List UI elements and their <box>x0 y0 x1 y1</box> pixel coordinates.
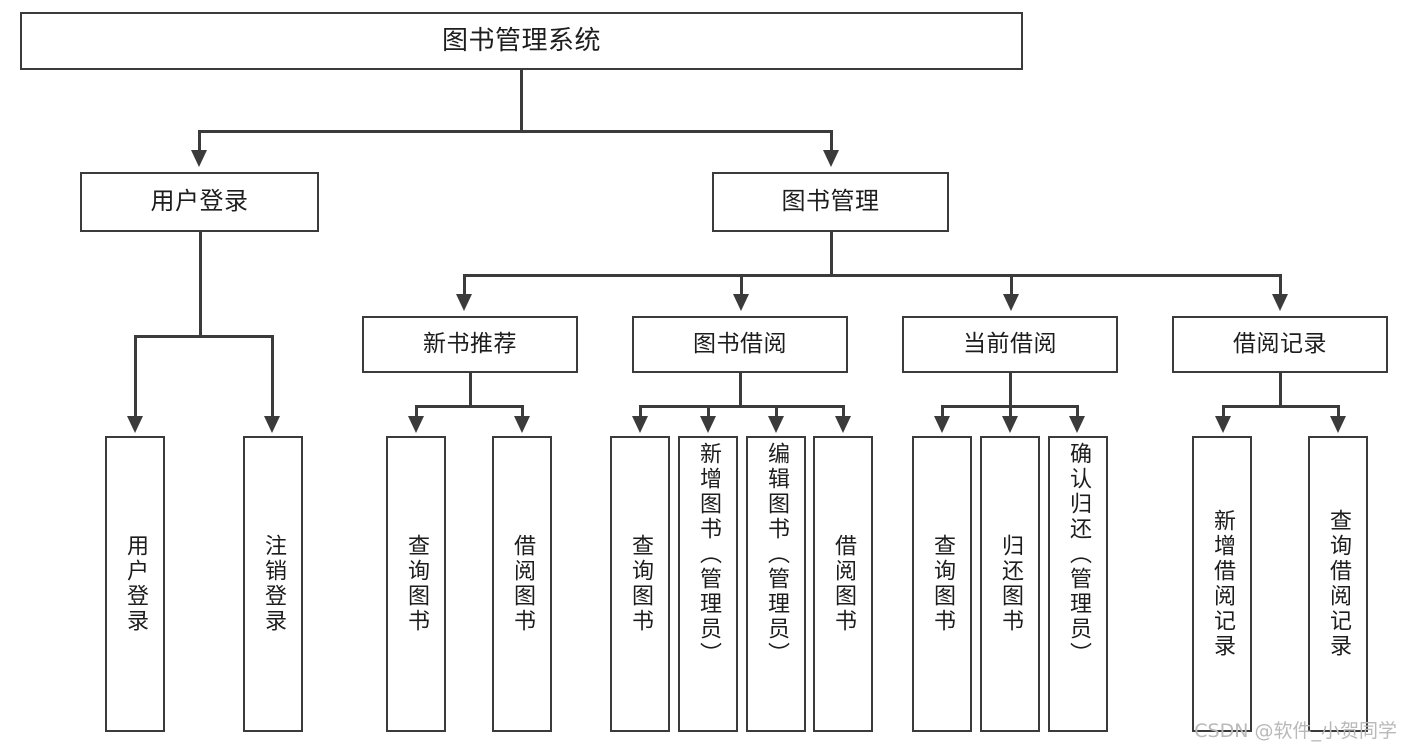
connector-borrow-record-to-leaf-2 <box>1337 405 1340 419</box>
node-label: 查询图书 <box>404 534 429 634</box>
leaf-user-login-logout[interactable]: 注销登录 <box>243 436 303 732</box>
arrowhead-borrow-record-leaf-2 <box>1330 416 1346 433</box>
connector-root-stem <box>520 70 523 132</box>
arrowhead-book-borrow-leaf-4 <box>835 416 851 433</box>
node-borrow-record[interactable]: 借阅记录 <box>1172 316 1388 373</box>
leaf-current-borrow-query[interactable]: 查询图书 <box>912 436 972 732</box>
connector-borrow-record-bus <box>1222 405 1338 408</box>
arrowhead-root-to-user-login <box>191 150 207 167</box>
connector-root-to-book-manage <box>830 130 833 153</box>
arrowhead-book-borrow-leaf-1 <box>632 416 648 433</box>
arrowhead-new-book-leaf-1 <box>408 416 424 433</box>
arrowhead-current-borrow-leaf-3 <box>1069 416 1085 433</box>
connector-book-manage-to-current-borrow <box>1010 274 1013 297</box>
node-label: 用户登录 <box>123 534 148 634</box>
node-new-book[interactable]: 新书推荐 <box>362 316 578 373</box>
node-book-manage[interactable]: 图书管理 <box>712 172 949 232</box>
connector-user-login-bus <box>134 335 271 338</box>
connector-book-manage-to-new-book <box>463 274 466 297</box>
arrowhead-current-borrow-leaf-1 <box>934 416 950 433</box>
arrowhead-user-login-leaf-2 <box>264 416 280 433</box>
connector-book-borrow-to-leaf-4 <box>842 405 845 419</box>
leaf-borrow-record-add[interactable]: 新增借阅记录 <box>1192 436 1252 732</box>
connector-root-bus <box>198 130 832 133</box>
leaf-current-borrow-confirm[interactable]: 确认归还（管理员） <box>1048 436 1108 732</box>
arrowhead-new-book-leaf-2 <box>514 416 530 433</box>
connector-book-borrow-to-leaf-3 <box>775 405 778 419</box>
connector-current-borrow-to-leaf-3 <box>1076 405 1079 419</box>
leaf-current-borrow-return[interactable]: 归还图书 <box>980 436 1040 732</box>
node-label: 借阅图书 <box>831 534 856 634</box>
arrowhead-book-borrow-leaf-3 <box>768 416 784 433</box>
arrowhead-root-to-book-manage <box>823 150 839 167</box>
arrowhead-borrow-record-leaf-1 <box>1215 416 1231 433</box>
leaf-borrow-record-query[interactable]: 查询借阅记录 <box>1308 436 1368 732</box>
node-root-system[interactable]: 图书管理系统 <box>20 12 1023 70</box>
leaf-book-borrow-query[interactable]: 查询图书 <box>610 436 670 732</box>
node-label: 当前借阅 <box>963 331 1057 358</box>
leaf-new-book-query[interactable]: 查询图书 <box>386 436 446 732</box>
arrowhead-user-login-leaf-1 <box>127 416 143 433</box>
node-label: 编辑图书（管理员） <box>764 442 789 667</box>
connector-new-book-to-leaf-2 <box>521 405 524 419</box>
node-label: 图书管理系统 <box>441 25 601 56</box>
node-label: 查询图书 <box>930 534 955 634</box>
node-label: 新书推荐 <box>423 331 517 358</box>
connector-book-borrow-stem <box>739 373 742 407</box>
node-label: 确认归还（管理员） <box>1066 442 1091 667</box>
connector-root-to-user-login <box>198 130 201 153</box>
connector-borrow-record-to-leaf-1 <box>1222 405 1225 419</box>
arrowhead-current-borrow-leaf-2 <box>1002 416 1018 433</box>
arrowhead-book-borrow-leaf-2 <box>700 416 716 433</box>
leaf-user-login-login[interactable]: 用户登录 <box>105 436 165 732</box>
node-label: 用户登录 <box>150 187 249 216</box>
connector-new-book-bus <box>415 405 523 408</box>
connector-current-borrow-stem <box>1009 373 1012 407</box>
node-label: 借阅记录 <box>1233 331 1327 358</box>
connector-book-manage-bus <box>463 274 1281 277</box>
leaf-book-borrow-add[interactable]: 新增图书（管理员） <box>678 436 738 732</box>
node-label: 查询借阅记录 <box>1326 509 1351 659</box>
arrowhead-book-manage-book-borrow <box>733 294 749 311</box>
leaf-book-borrow-borrow[interactable]: 借阅图书 <box>813 436 873 732</box>
node-label: 归还图书 <box>998 534 1023 634</box>
arrowhead-book-manage-borrow-record <box>1272 294 1288 311</box>
node-label: 查询图书 <box>628 534 653 634</box>
node-label: 借阅图书 <box>510 534 535 634</box>
connector-user-login-to-leaf-2 <box>271 335 274 419</box>
node-label: 图书借阅 <box>693 331 787 358</box>
node-current-borrow[interactable]: 当前借阅 <box>902 316 1118 373</box>
node-label: 新增图书（管理员） <box>696 442 721 667</box>
connector-book-manage-to-book-borrow <box>740 274 743 297</box>
connector-new-book-stem <box>469 373 472 407</box>
node-user-login[interactable]: 用户登录 <box>80 172 319 232</box>
connector-book-manage-stem <box>830 232 833 277</box>
connector-borrow-record-stem <box>1279 373 1282 407</box>
node-label: 注销登录 <box>261 534 286 634</box>
connector-new-book-to-leaf-1 <box>415 405 418 419</box>
connector-book-manage-to-borrow-record <box>1279 274 1282 297</box>
connector-user-login-to-leaf-1 <box>134 335 137 419</box>
node-label: 新增借阅记录 <box>1210 509 1235 659</box>
connector-user-login-stem <box>199 232 202 337</box>
node-book-borrow[interactable]: 图书借阅 <box>632 316 848 373</box>
connector-book-borrow-to-leaf-1 <box>639 405 642 419</box>
connector-current-borrow-to-leaf-2 <box>1009 405 1012 419</box>
arrowhead-book-manage-new-book <box>456 294 472 311</box>
node-label: 图书管理 <box>781 187 880 216</box>
arrowhead-book-manage-current-borrow <box>1003 294 1019 311</box>
leaf-book-borrow-edit[interactable]: 编辑图书（管理员） <box>746 436 806 732</box>
connector-book-borrow-to-leaf-2 <box>707 405 710 419</box>
connector-current-borrow-to-leaf-1 <box>941 405 944 419</box>
leaf-new-book-borrow[interactable]: 借阅图书 <box>492 436 552 732</box>
connector-book-borrow-bus <box>639 405 843 408</box>
